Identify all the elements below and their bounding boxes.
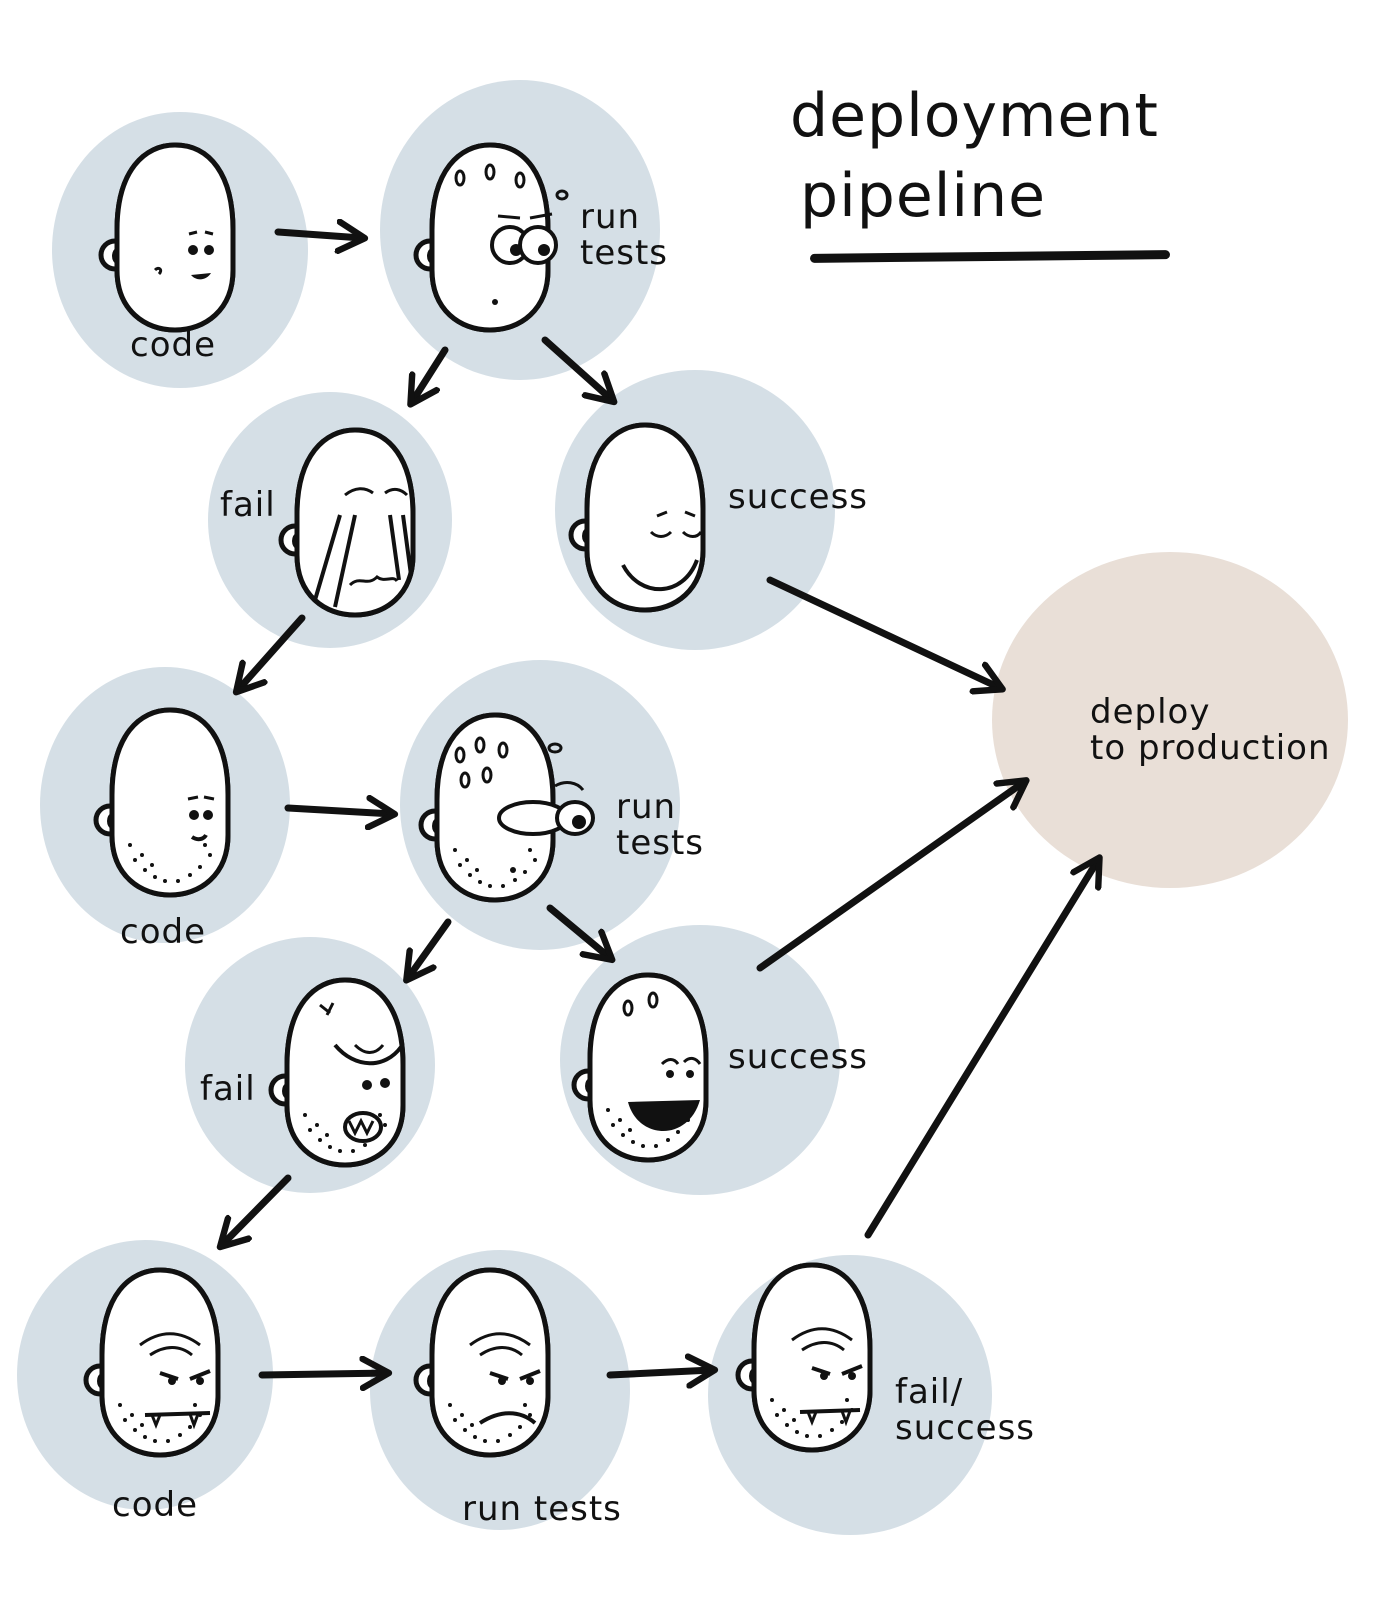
arrow-tests3-to-failsuccess3 [606, 1370, 712, 1375]
angry-face-icon [271, 980, 403, 1165]
arrow-failsuccess3-to-deploy [864, 860, 1098, 1239]
crying-face-icon [281, 430, 413, 615]
arrow-code3-to-tests3 [258, 1373, 386, 1375]
label-fail-success-3: fail/ success [895, 1372, 1035, 1448]
arrow-code2-to-tests2 [284, 808, 392, 814]
content-face-icon [571, 425, 703, 610]
label-success-2: success [728, 1037, 868, 1077]
title-line-2: pipeline [800, 161, 1047, 231]
label-fail-1: fail [220, 485, 276, 525]
label-deploy: deploy to production [1090, 692, 1331, 768]
grim-face-icon-tests [416, 1270, 548, 1455]
calm-face-icon [101, 145, 233, 330]
laughing-face-icon [574, 975, 706, 1160]
label-code-1: code [130, 325, 216, 365]
arrow-success1-to-deploy [766, 576, 1000, 688]
label-code-3: code [112, 1485, 198, 1525]
label-run-tests-3: run tests [462, 1489, 622, 1529]
arrow-success2-to-deploy [756, 782, 1024, 972]
arrow-tests2-to-fail2 [408, 918, 452, 978]
arrows [222, 232, 1098, 1375]
arrow-code1-to-tests1 [274, 232, 362, 238]
arrow-tests1-to-success1 [541, 336, 612, 400]
label-fail-2: fail [200, 1069, 256, 1109]
big-nose-face-icon [421, 715, 595, 900]
grim-face-icon-result [738, 1265, 870, 1450]
arrow-fail2-to-code3 [222, 1174, 292, 1245]
arrow-fail1-to-code2 [238, 614, 306, 690]
label-run-tests-1: run tests [580, 197, 669, 273]
nervous-face-icon [416, 145, 569, 330]
arrow-tests1-to-fail1 [412, 346, 449, 402]
arrow-tests2-to-success2 [546, 904, 610, 958]
node-deploy [992, 552, 1348, 888]
stubble-face-icon [96, 710, 228, 895]
title-line-1: deployment [790, 81, 1159, 151]
grim-face-icon-code [86, 1270, 218, 1455]
label-run-tests-2: run tests [616, 787, 705, 863]
label-code-2: code [120, 912, 206, 952]
label-success-1: success [728, 477, 868, 517]
